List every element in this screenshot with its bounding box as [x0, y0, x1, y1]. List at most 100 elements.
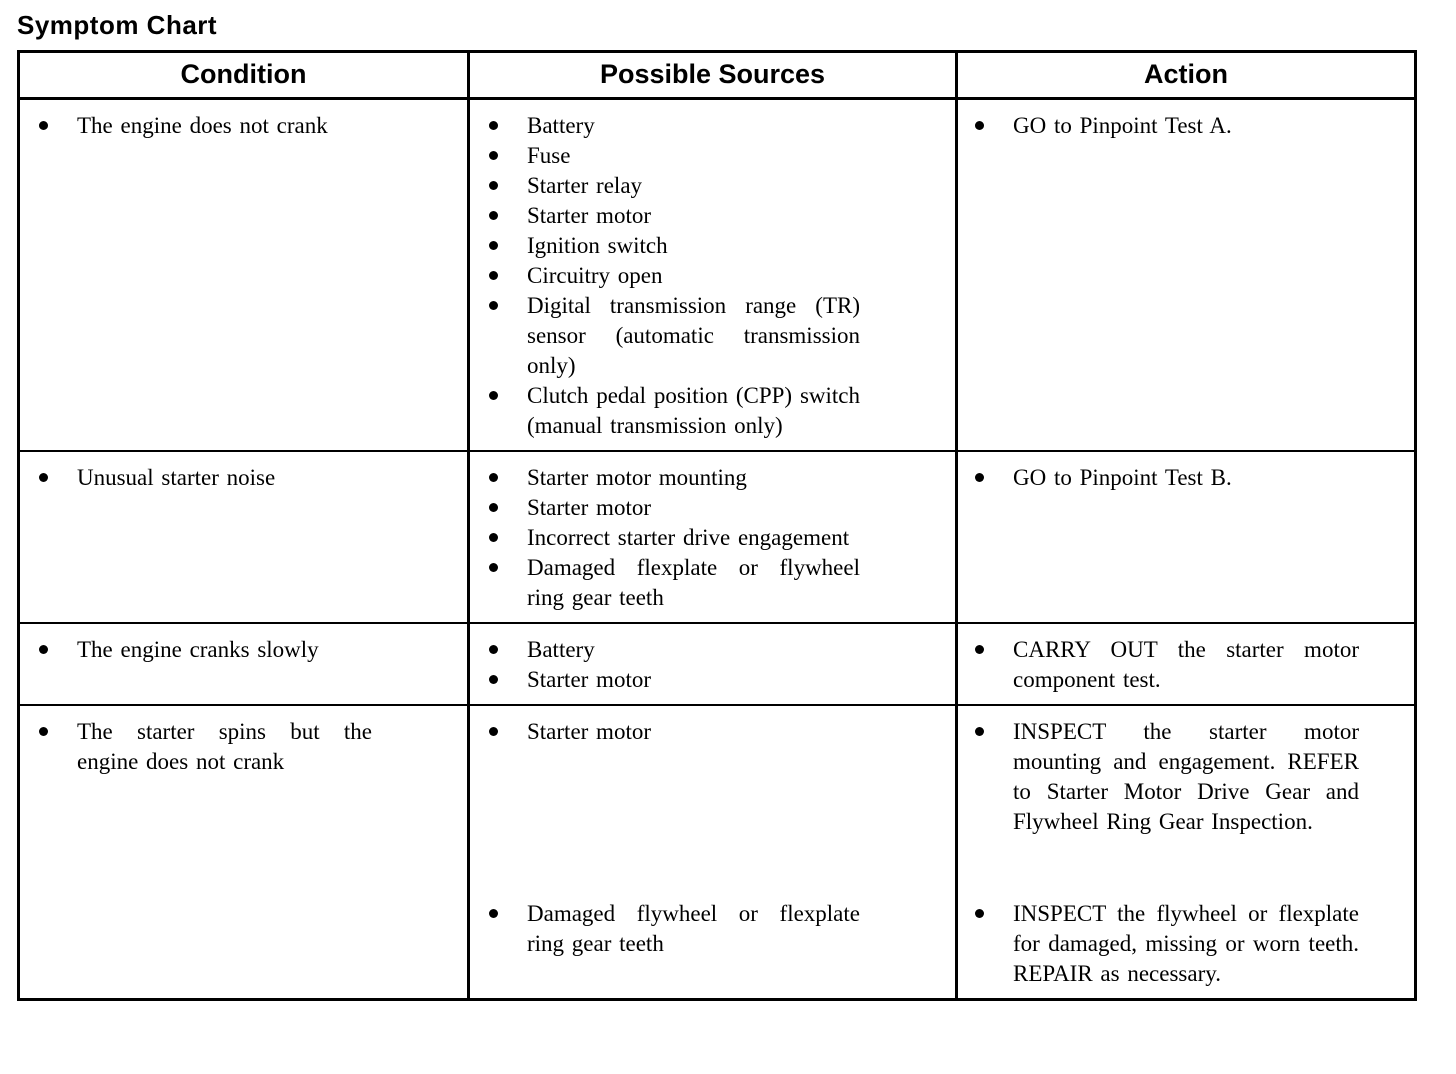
source-text: Starter motor	[527, 667, 651, 692]
sources-cell: Battery Fuse Starter relay Starter motor…	[470, 100, 958, 450]
source-text: Starter motor mounting	[527, 465, 747, 490]
list-item: Fuse	[470, 141, 955, 171]
bullet-icon	[975, 645, 984, 654]
bullet-icon	[489, 391, 498, 400]
action-cell: INSPECT the starter motor mounting and e…	[958, 706, 1414, 998]
list-item: Starter motor	[470, 493, 955, 523]
condition-cell: The starter spins but the engine does no…	[20, 706, 470, 998]
source-text: Ignition switch	[527, 233, 668, 258]
source-group: Starter motor	[470, 717, 955, 899]
bullet-icon	[489, 563, 498, 572]
action-cell: GO to Pinpoint Test A.	[958, 100, 1414, 450]
table-row: The starter spins but the engine does no…	[20, 706, 1414, 998]
symptom-chart-table: Condition Possible Sources Action The en…	[17, 50, 1417, 1001]
list-item: Starter motor	[470, 201, 955, 231]
sources-cell: Battery Starter motor	[470, 624, 958, 704]
list-item: Unusual starter noise	[20, 463, 467, 493]
bullet-icon	[975, 473, 984, 482]
bullet-icon	[489, 533, 498, 542]
condition-cell: The engine does not crank	[20, 100, 470, 450]
table-row: Unusual starter noise Starter motor moun…	[20, 452, 1414, 624]
table-row: The engine does not crank Battery Fuse S…	[20, 100, 1414, 452]
source-text: Battery	[527, 637, 595, 662]
sources-cell: Starter motor mounting Starter motor Inc…	[470, 452, 958, 622]
table-row: The engine cranks slowly Battery Starter…	[20, 624, 1414, 706]
list-item: INSPECT the flywheel or flexplate for da…	[958, 899, 1414, 989]
column-header-possible-sources: Possible Sources	[470, 53, 958, 97]
source-text: Digital transmission range (TR) sensor (…	[527, 293, 860, 378]
list-item: Starter relay	[470, 171, 955, 201]
condition-text: Unusual starter noise	[77, 465, 276, 490]
bullet-icon	[489, 241, 498, 250]
action-group: INSPECT the flywheel or flexplate for da…	[958, 899, 1414, 989]
source-text: Damaged flexplate or flywheel ring gear …	[527, 555, 860, 610]
list-item: GO to Pinpoint Test A.	[958, 111, 1414, 141]
bullet-icon	[489, 727, 498, 736]
list-item: Digital transmission range (TR) sensor (…	[470, 291, 955, 381]
list-item: The engine cranks slowly	[20, 635, 467, 665]
action-group: INSPECT the starter motor mounting and e…	[958, 717, 1414, 899]
action-text: INSPECT the starter motor mounting and e…	[1013, 719, 1359, 834]
action-text: GO to Pinpoint Test A.	[1013, 113, 1232, 138]
bullet-icon	[489, 473, 498, 482]
bullet-icon	[489, 121, 498, 130]
table-header-row: Condition Possible Sources Action	[20, 53, 1414, 100]
source-text: Starter motor	[527, 495, 651, 520]
bullet-icon	[39, 121, 48, 130]
bullet-icon	[489, 645, 498, 654]
list-item: Incorrect starter drive engagement	[470, 523, 955, 553]
source-text: Starter motor	[527, 719, 651, 744]
bullet-icon	[975, 727, 984, 736]
bullet-icon	[489, 675, 498, 684]
source-text: Damaged flywheel or flexplate ring gear …	[527, 901, 860, 956]
list-item: CARRY OUT the starter motor component te…	[958, 635, 1414, 695]
list-item: GO to Pinpoint Test B.	[958, 463, 1414, 493]
bullet-icon	[489, 211, 498, 220]
source-text: Incorrect starter drive engagement	[527, 525, 850, 550]
list-item: Damaged flexplate or flywheel ring gear …	[470, 553, 955, 613]
page-title: Symptom Chart	[17, 10, 218, 40]
bullet-icon	[975, 909, 984, 918]
action-text: INSPECT the flywheel or flexplate for da…	[1013, 901, 1359, 986]
condition-text: The engine cranks slowly	[77, 637, 319, 662]
bullet-icon	[39, 727, 48, 736]
bullet-icon	[489, 151, 498, 160]
bullet-icon	[489, 301, 498, 310]
source-text: Circuitry open	[527, 263, 663, 288]
sources-cell: Starter motor Damaged flywheel or flexpl…	[470, 706, 958, 998]
column-header-condition: Condition	[20, 53, 470, 97]
list-item: Ignition switch	[470, 231, 955, 261]
condition-cell: The engine cranks slowly	[20, 624, 470, 704]
bullet-icon	[975, 121, 984, 130]
source-text: Starter relay	[527, 173, 643, 198]
list-item: Circuitry open	[470, 261, 955, 291]
list-item: Starter motor mounting	[470, 463, 955, 493]
action-cell: CARRY OUT the starter motor component te…	[958, 624, 1414, 704]
source-group: Damaged flywheel or flexplate ring gear …	[470, 899, 955, 959]
source-text: Fuse	[527, 143, 571, 168]
bullet-icon	[489, 909, 498, 918]
bullet-icon	[489, 271, 498, 280]
condition-text: The engine does not crank	[77, 113, 328, 138]
source-text: Clutch pedal position (CPP) switch (manu…	[527, 383, 860, 438]
source-text: Battery	[527, 113, 595, 138]
condition-text: The starter spins but the engine does no…	[77, 719, 372, 774]
source-text: Starter motor	[527, 203, 651, 228]
list-item: Starter motor	[470, 665, 955, 695]
list-item: The engine does not crank	[20, 111, 467, 141]
bullet-icon	[489, 503, 498, 512]
action-text: GO to Pinpoint Test B.	[1013, 465, 1232, 490]
condition-cell: Unusual starter noise	[20, 452, 470, 622]
list-item: Clutch pedal position (CPP) switch (manu…	[470, 381, 955, 441]
list-item: Starter motor	[470, 717, 955, 747]
action-text: CARRY OUT the starter motor component te…	[1013, 637, 1359, 692]
list-item: Damaged flywheel or flexplate ring gear …	[470, 899, 955, 959]
list-item: INSPECT the starter motor mounting and e…	[958, 717, 1414, 837]
list-item: Battery	[470, 635, 955, 665]
column-header-action: Action	[1144, 59, 1228, 89]
list-item: The starter spins but the engine does no…	[20, 717, 467, 777]
action-cell: GO to Pinpoint Test B.	[958, 452, 1414, 622]
bullet-icon	[39, 473, 48, 482]
list-item: Battery	[470, 111, 955, 141]
